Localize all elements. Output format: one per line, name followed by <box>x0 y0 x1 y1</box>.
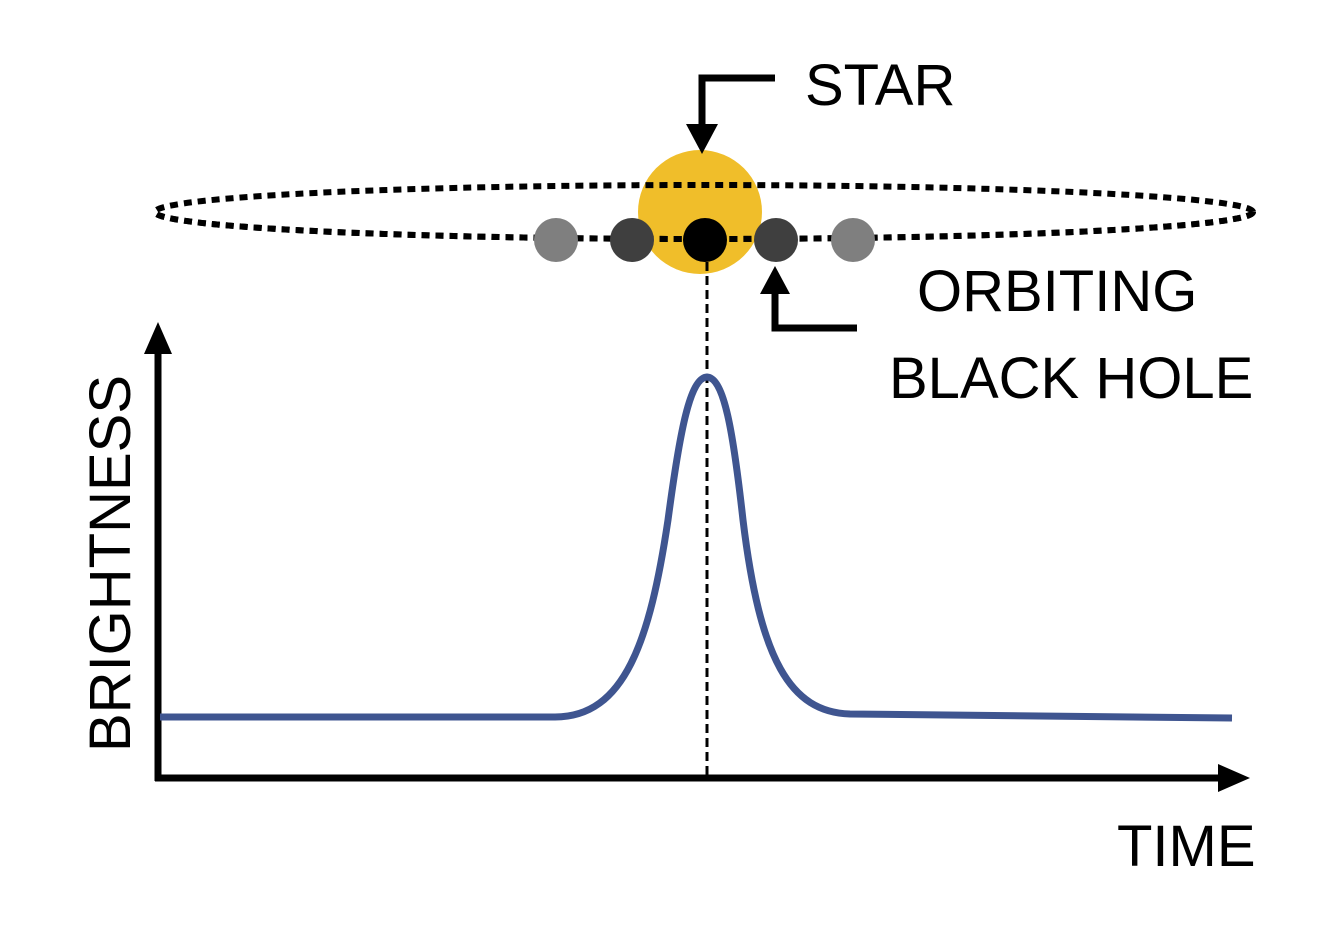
black-hole-position-2 <box>610 218 654 262</box>
star-disk <box>638 150 762 274</box>
orbiting-label-line1: ORBITING <box>917 259 1197 324</box>
black-hole-pointer-line <box>771 290 857 332</box>
brightness-curve <box>160 373 1233 722</box>
y-axis-arrowhead <box>144 322 172 354</box>
star-label: STAR <box>805 53 955 118</box>
x-axis-arrowhead <box>1218 764 1250 792</box>
star-pointer-line <box>698 74 775 128</box>
black-hole <box>683 218 727 262</box>
black-hole-position-4 <box>754 218 798 262</box>
x-axis-label: TIME <box>1117 814 1256 879</box>
star-pointer-arrowhead <box>686 124 718 154</box>
y-axis-label: BRIGHTNESS <box>78 375 143 752</box>
black-hole-position-5 <box>831 218 875 262</box>
black-hole-pointer-arrowhead <box>760 266 790 294</box>
black-hole-position-1 <box>534 218 578 262</box>
orbiting-label-line2: BLACK HOLE <box>889 346 1253 411</box>
